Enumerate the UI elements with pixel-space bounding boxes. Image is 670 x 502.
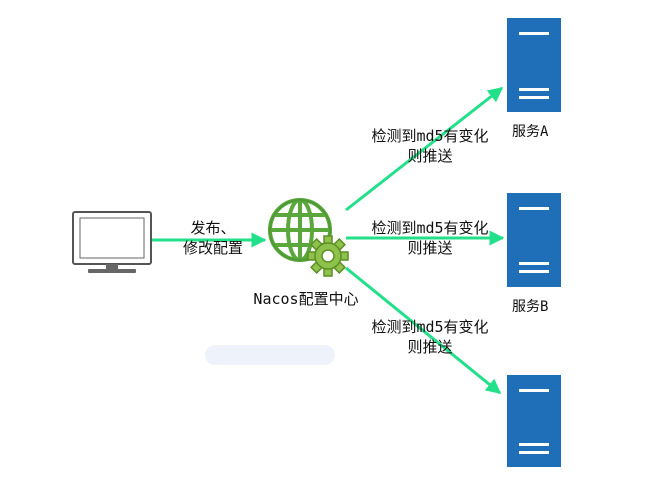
arrow-center-to-server-a: [345, 86, 504, 212]
client-edge-label: 发布、 修改配置: [168, 218, 258, 258]
server-a-label: 服务A: [512, 124, 549, 140]
push-label-b: 检测到md5有变化 则推送: [355, 218, 505, 258]
push-label-c-line1: 检测到md5有变化: [371, 318, 489, 336]
push-label-a-line1: 检测到md5有变化: [371, 127, 489, 145]
background-smudge: [205, 345, 335, 365]
server-icon: [507, 18, 561, 112]
config-center-label: Nacos配置中心: [253, 290, 359, 308]
arrow-center-to-server-c: [345, 266, 502, 395]
monitor-icon: [72, 211, 152, 273]
server-b-label: 服务B: [512, 299, 549, 315]
client-edge-label-line2: 修改配置: [182, 239, 243, 257]
globe-gear-icon: [268, 198, 349, 277]
server-icon: [507, 193, 561, 287]
push-label-a-line2: 则推送: [407, 147, 453, 165]
server-icon: [507, 375, 561, 467]
push-label-a: 检测到md5有变化 则推送: [355, 126, 505, 166]
push-label-c-line2: 则推送: [407, 338, 453, 356]
push-label-b-line1: 检测到md5有变化: [371, 219, 489, 237]
client-edge-label-line1: 发布、: [190, 219, 236, 237]
push-label-b-line2: 则推送: [407, 239, 453, 257]
push-label-c: 检测到md5有变化 则推送: [355, 317, 505, 357]
